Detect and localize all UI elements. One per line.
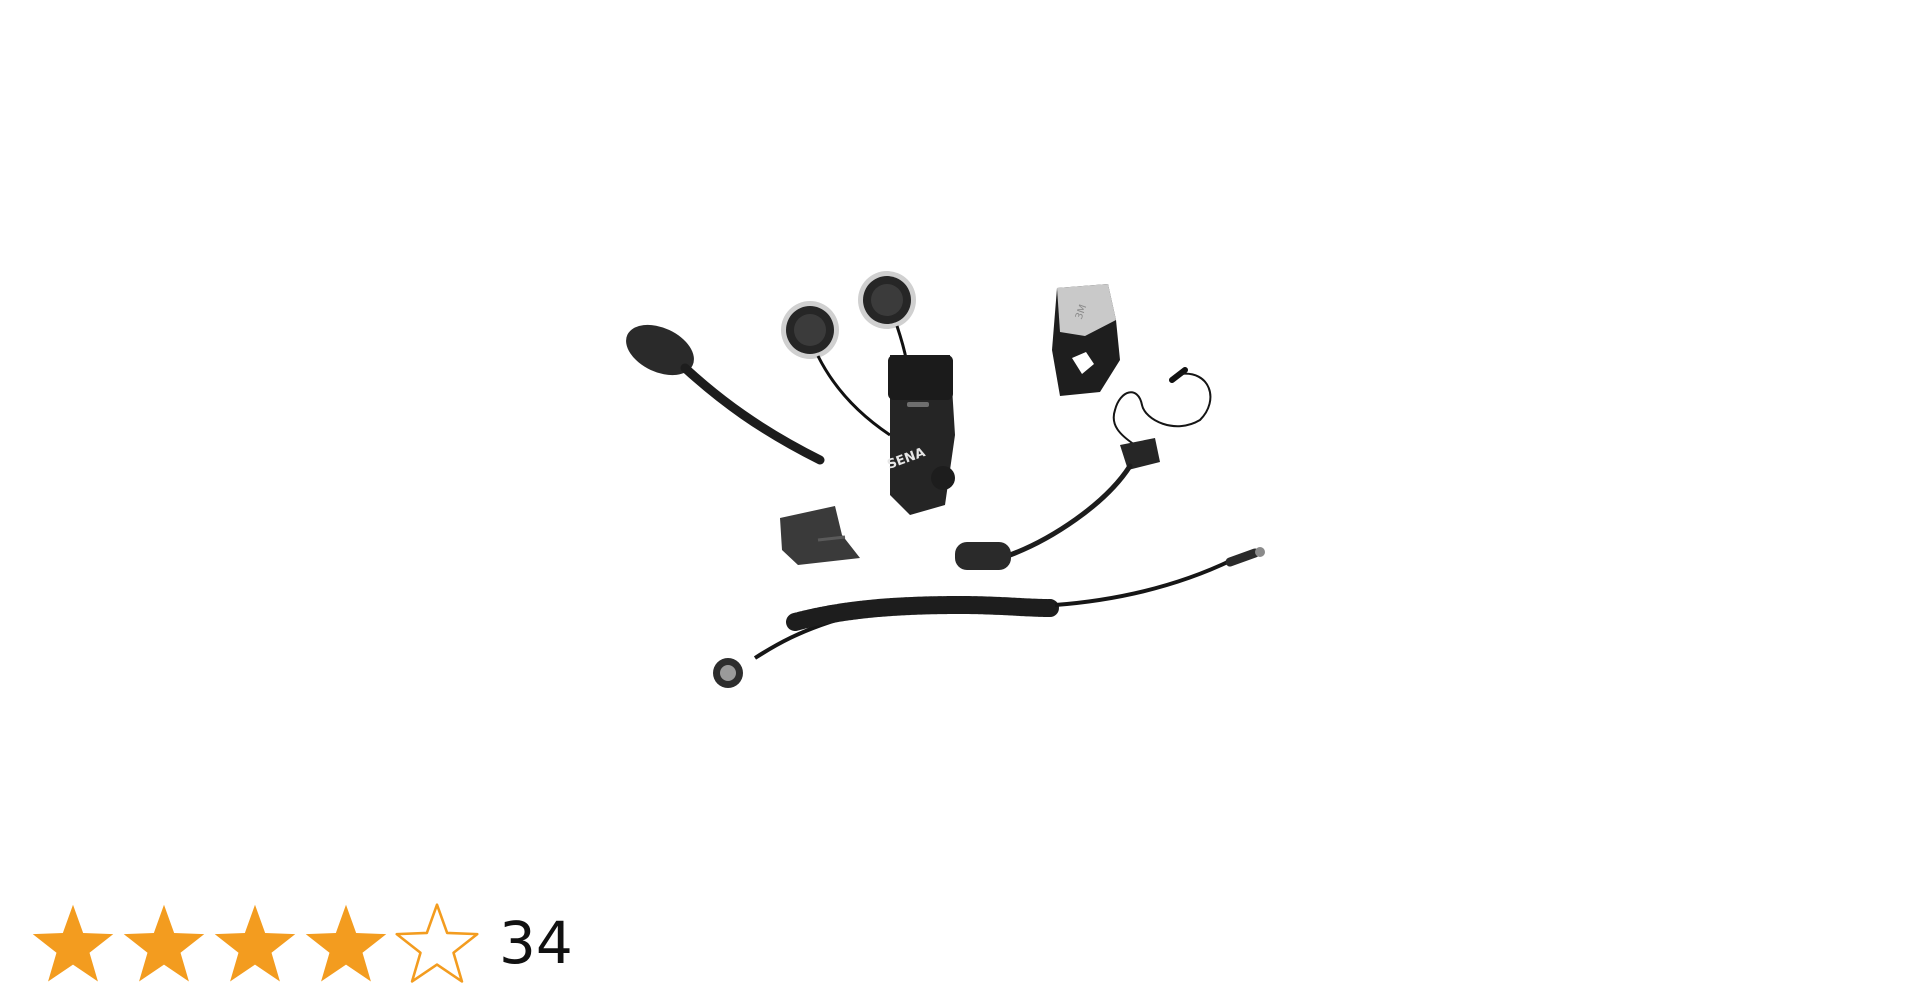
wired-mic-loop-cable [1112,372,1212,446]
clamp-unit-button [907,402,929,407]
coiled-cable-tail-right [1054,558,1233,607]
wired-mic-foam [955,542,1011,570]
coiled-cable-coil [786,595,1059,631]
clamp-jack [931,466,955,490]
star-full-icon [32,904,114,982]
star-empty-icon [395,903,479,983]
wired-mic-cable [1007,463,1133,558]
coiled-cable-plug-tip [1255,547,1265,557]
adhesive-pad [1057,284,1116,336]
boom-mic-foam [626,324,694,376]
boom-mic-arm [680,363,825,465]
clip-plate-ridge [817,535,846,542]
star-full-icon [214,904,296,982]
mounting-plate-cutout [1072,352,1094,374]
coiled-cable-connector-left-pins [720,665,736,681]
clamp-unit-cap [888,355,953,400]
star-full-icon [305,904,387,982]
wired-mic-velcro [1120,438,1160,470]
speaker-right [858,271,916,329]
clip-plate [780,506,860,565]
star-rating [30,901,485,985]
speaker-cable-left [816,355,891,437]
wired-mic-plug [1169,367,1188,383]
star-full-icon [123,904,205,982]
coiled-cable-plug-right [1225,548,1260,567]
review-count: 34 [499,909,573,977]
adhesive-print: 3M [1074,303,1089,321]
rating: 34 [30,898,573,988]
product-image: SENA 3M [626,271,1265,688]
speaker-left [781,301,839,359]
